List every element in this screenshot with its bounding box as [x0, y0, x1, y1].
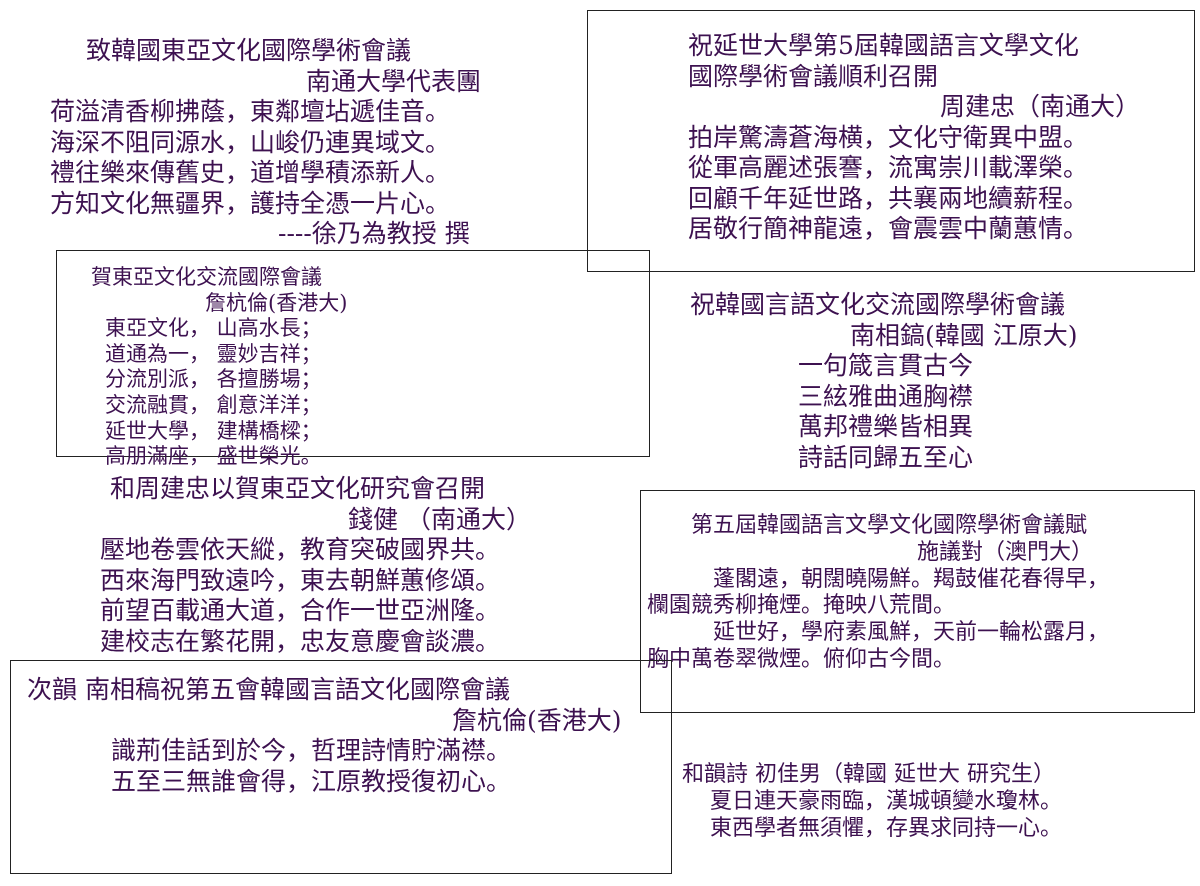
poem-line: 萬邦禮樂皆相異 — [798, 412, 974, 441]
poem-line: 回顧千年延世路，共襄兩地續薪程。 — [688, 183, 1089, 213]
poem-author: 錢健 （南通大） — [348, 504, 531, 534]
poem-title: 致韓國東亞文化國際學術會議 — [86, 36, 412, 65]
poem-author: 南通大學代表團 — [306, 66, 482, 96]
poem-line: 交流融貫， 創意洋洋； — [105, 393, 322, 418]
poem-signature: ----徐乃為教授 撰 — [278, 219, 470, 248]
poem-title: 和韻詩 初佳男（韓國 延世大 研究生） — [682, 762, 1055, 787]
poem-line: 前望百載通大道，合作一世亞洲隆。 — [100, 596, 501, 625]
poem-title: 次韻 南相稿祝第五會韓國言語文化國際會議 — [27, 675, 510, 704]
poem-title: 第五屆韓國語言文學文化國際學術會議賦 — [691, 513, 1088, 538]
poem-block-7: 次韻 南相稿祝第五會韓國言語文化國際會議 詹杭倫(香港大) 識荊佳話到於今，哲理… — [10, 660, 672, 874]
poem-line: 五至三無誰會得，江原教授復初心。 — [111, 766, 512, 796]
poem-block-6: 第五屆韓國語言文學文化國際學術會議賦 施議對（澳門大） 蓬閣遠，朝闊曉陽鮮。羯鼓… — [640, 490, 1195, 713]
poem-line: 欄園競秀柳掩煙。掩映八荒間。 — [647, 593, 956, 619]
poem-author: 南相鎬(韓國 江原大) — [850, 320, 1078, 350]
poem-author: 詹杭倫(香港大) — [452, 705, 622, 735]
poem-line: 東亞文化， 山高水長； — [105, 316, 322, 341]
poem-title: 祝韓國言語文化交流國際學術會議 — [690, 290, 1066, 319]
poem-block-5: 和周建忠以賀東亞文化研究會召開 錢健 （南通大） 壓地卷雲依天縱，教育突破國界共… — [100, 474, 620, 657]
poem-line: 詩話同歸五至心 — [798, 442, 974, 472]
poem-line: 建校志在繁花開，忠友意慶會談濃。 — [100, 626, 501, 656]
poem-block-4: 祝韓國言語文化交流國際學術會議 南相鎬(韓國 江原大) 一句箴言貫古今 三絃雅曲… — [690, 290, 1170, 473]
poem-line: 壓地卷雲依天縱，教育突破國界共。 — [100, 535, 501, 564]
poem-line: 高朋滿座， 盛世榮光。 — [105, 444, 322, 469]
poem-line: 延世大學， 建構橋樑； — [105, 418, 322, 443]
poem-block-1: 致韓國東亞文化國際學術會議 南通大學代表團 荷溢清香柳拂蔭，東鄰壇坫遞佳音。 海… — [50, 36, 570, 250]
poem-author: 周建忠（南通大） — [940, 92, 1141, 121]
poem-title: 賀東亞文化交流國際會議 — [91, 265, 322, 289]
poem-line: 禮往樂來傳舊史，道增學積添新人。 — [50, 158, 451, 187]
poem-line: 分流別派， 各擅勝場； — [105, 367, 322, 392]
poem-block-8: 和韻詩 初佳男（韓國 延世大 研究生） 夏日連天豪雨臨，漢城頓變水瓊林。 東西學… — [682, 762, 1197, 842]
poem-line: 延世好，學府素風鮮，天前一輪松露月， — [713, 620, 1110, 646]
poem-line: 東西學者無須懼，存異求同持一心。 — [710, 815, 1063, 841]
poem-title: 祝延世大學第5屆韓國語言文學文化 — [688, 31, 1079, 60]
poem-author: 詹杭倫(香港大) — [205, 290, 348, 315]
poem-line: 胸中萬卷翠微煙。俯仰古今間。 — [647, 647, 956, 673]
poem-title: 國際學術會議順利召開 — [688, 61, 939, 91]
poem-line: 荷溢清香柳拂蔭，東鄰壇坫遞佳音。 — [50, 97, 451, 126]
poem-block-3: 賀東亞文化交流國際會議 詹杭倫(香港大) 東亞文化， 山高水長； 道通為一， 靈… — [56, 250, 650, 468]
poem-author: 施議對（澳門大） — [917, 539, 1094, 565]
poem-line: 夏日連天豪雨臨，漢城頓變水瓊林。 — [710, 788, 1063, 814]
poem-line: 三絃雅曲通胸襟 — [798, 381, 974, 411]
poem-line: 從軍高麗述張謇，流寓崇川載澤榮。 — [688, 153, 1089, 182]
poem-line: 道通為一， 靈妙吉祥； — [105, 341, 322, 366]
poem-line: 蓬閣遠，朝闊曉陽鮮。羯鼓催花春得早， — [713, 566, 1110, 592]
poem-title: 和周建忠以賀東亞文化研究會召開 — [110, 474, 486, 503]
poem-line: 方知文化無疆界，護持全憑一片心。 — [50, 188, 451, 218]
poem-line: 拍岸驚濤蒼海横，文化守衛異中盟。 — [688, 122, 1089, 152]
poem-block-2: 祝延世大學第5屆韓國語言文學文化 國際學術會議順利召開 周建忠（南通大） 拍岸驚… — [587, 10, 1195, 272]
poem-line: 海深不阻同源水，山峻仍連異域文。 — [50, 127, 451, 157]
poem-line: 居敬行簡神龍遠，會震雲中蘭蕙情。 — [688, 214, 1089, 243]
poem-line: 西來海門致遠吟，東去朝鮮蕙修頌。 — [100, 565, 501, 595]
poem-line: 一句箴言貫古今 — [798, 351, 974, 380]
poem-line: 識荊佳話到於今，哲理詩情貯滿襟。 — [111, 736, 512, 765]
